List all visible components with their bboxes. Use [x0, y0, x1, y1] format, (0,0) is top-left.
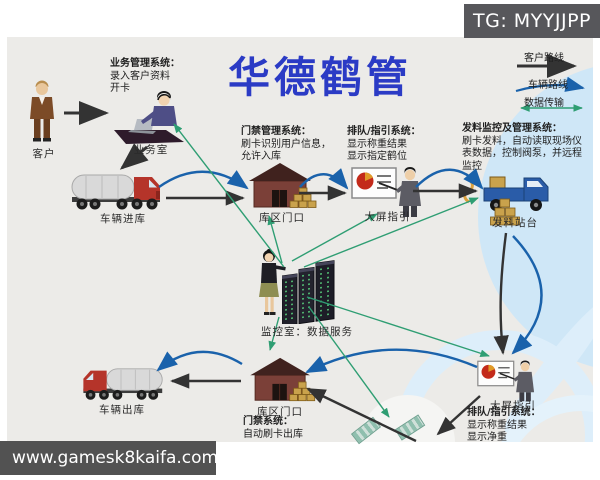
dispatch-box-stack-icon: [490, 196, 520, 232]
dispatch-label: 发料站台: [492, 217, 538, 229]
clerk-at-desk-icon: [108, 88, 188, 150]
screen-in-label: 大屏指引: [364, 211, 411, 223]
website-watermark: www.gamesk8kaifa.com: [0, 441, 218, 475]
gate-out-label: 库区门口: [257, 406, 303, 418]
screen-in-system-note: 排队/指引系统： 显示称重结果 显示指定鹤位: [347, 126, 421, 162]
gate-out-system-note: 门禁系统： 自动刷卡出库: [243, 416, 303, 440]
office-system-note: 业务管理系统： 录入客户资料 开卡: [110, 58, 180, 94]
tg-watermark: TG: MYYJJPP: [464, 4, 600, 38]
gate-in-label: 库区门口: [259, 212, 305, 224]
tanker-truck-out-icon: [78, 358, 164, 403]
server-racks-icon: [281, 258, 336, 327]
truck-in-label: 车辆进库: [100, 213, 146, 225]
dispatch-truck-icon: [482, 168, 554, 214]
dispatch-system-note: 发料监控及管理系统： 刷卡发料，自动读取现场仪 表数据，控制阀泵，并远程 监控: [462, 123, 582, 172]
crane-pipe-icon: [461, 177, 475, 204]
guide-screen-out-icon: [476, 358, 540, 402]
gate-out-house-icon: [248, 356, 318, 406]
legend-customer-route-label: 客户路线: [524, 53, 564, 64]
customer-figure-icon: [20, 80, 64, 144]
page-title: 华德鹤管: [227, 53, 412, 102]
gate-in-house-icon: [248, 161, 318, 213]
control-room-label: 监控室：数据服务: [261, 326, 353, 338]
office-label: 业务室: [133, 144, 169, 156]
tanker-truck-in-icon: [70, 163, 166, 213]
truck-out-label: 车辆出库: [99, 404, 145, 416]
customer-label: 客户: [32, 148, 56, 160]
gate-in-system-note: 门禁管理系统： 刷卡识别用户信息， 允许入库: [241, 126, 331, 162]
screen-out-label: 大屏指引: [490, 400, 536, 412]
screen-out-system-note: 排队/指引系统： 显示称重结果 显示净重: [467, 407, 541, 443]
legend-vehicle-route-label: 车辆路线: [528, 80, 568, 91]
legend-data-transfer-label: 数据传输: [524, 98, 564, 109]
